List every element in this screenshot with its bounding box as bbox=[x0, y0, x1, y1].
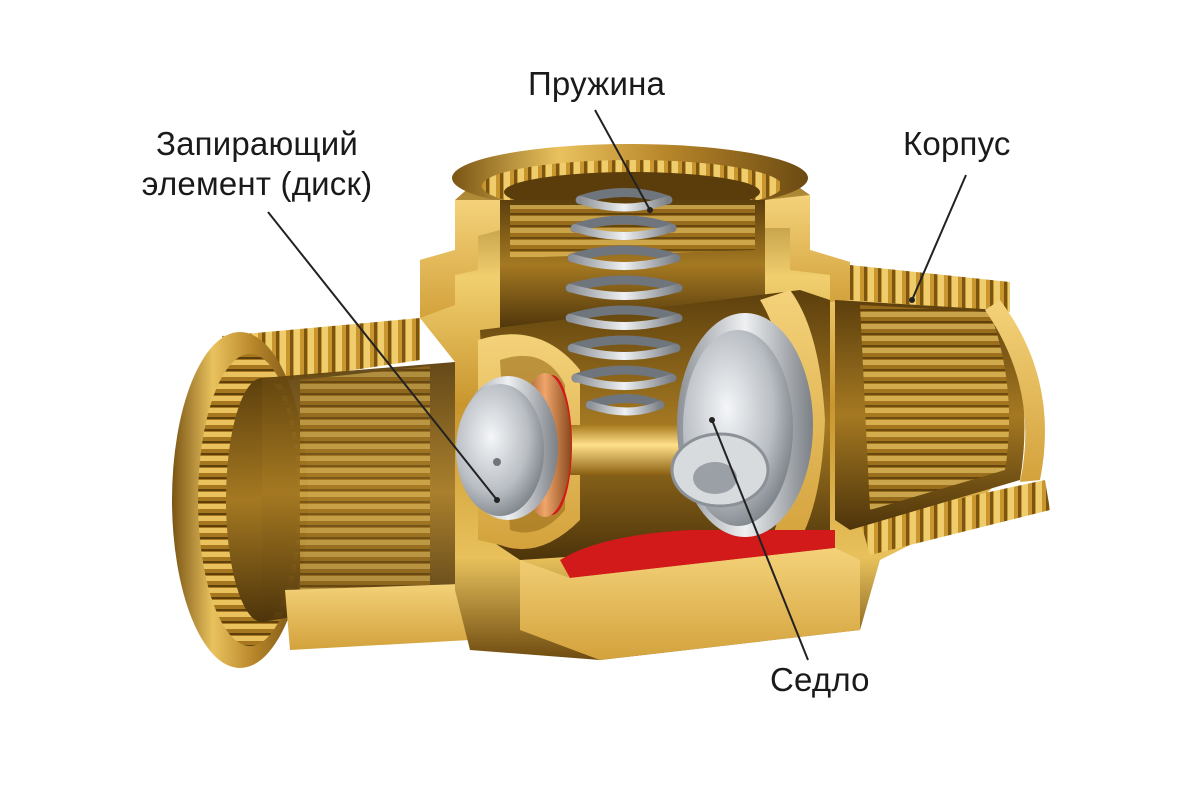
label-body: Корпус bbox=[903, 124, 1011, 164]
label-closing-disc-line2: элемент (диск) bbox=[128, 164, 386, 204]
label-seat: Седло bbox=[770, 660, 870, 700]
right-outlet bbox=[835, 265, 1050, 555]
label-closing-disc-line1: Запирающий bbox=[128, 124, 386, 164]
label-spring: Пружина bbox=[528, 64, 665, 104]
left-bore-threads bbox=[300, 366, 430, 612]
label-closing-disc: Запирающий элемент (диск) bbox=[128, 124, 386, 204]
